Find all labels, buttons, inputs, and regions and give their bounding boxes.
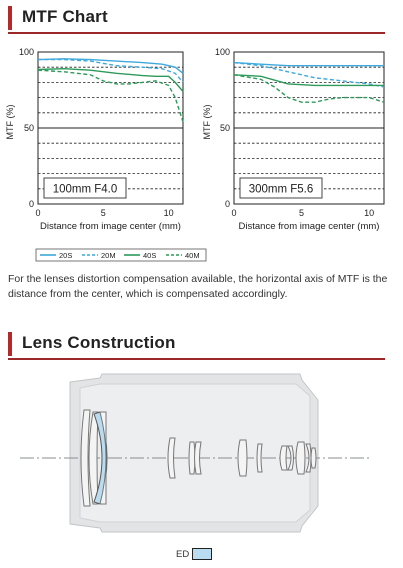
x-axis-label: Distance from image center (mm): [239, 221, 380, 232]
y-axis-label: MTF (%): [202, 105, 212, 140]
x-tick-label: 0: [35, 208, 40, 218]
legend-frame: [35, 248, 207, 262]
legend-label-40m: 40M: [185, 251, 200, 260]
series-line-40m: [233, 74, 385, 103]
lens-element: [295, 441, 306, 475]
y-tick-label: 100: [215, 47, 230, 57]
front-element-1: [80, 409, 91, 507]
x-axis-label: Distance from image center (mm): [40, 221, 181, 232]
series-line-20m: [38, 58, 184, 83]
x-tick-label: 10: [164, 208, 174, 218]
series-line-40s: [233, 74, 384, 87]
lens-section-title: Lens Construction: [22, 333, 176, 352]
ed-legend-label: ED: [176, 548, 190, 560]
lens-element: [237, 439, 248, 477]
lens-element: [194, 441, 202, 475]
front-element-4: [99, 411, 107, 505]
lens-spec-box: [43, 177, 127, 199]
series-line-40m: [37, 69, 184, 123]
lens-element: [305, 443, 312, 473]
mtf-section-title: MTF Chart: [22, 7, 108, 26]
lens-section-header: Lens Construction: [8, 330, 385, 360]
lens-construction-diagram: [20, 373, 372, 533]
y-tick-label: 100: [19, 47, 34, 57]
y-tick-label: 0: [225, 199, 230, 209]
y-tick-label: 50: [220, 123, 230, 133]
x-tick-label: 10: [364, 208, 374, 218]
series-line-20m: [233, 61, 385, 88]
series-line-20s: [233, 61, 384, 67]
lens-spec-label: 100mm F4.0: [53, 184, 118, 196]
front-element-2: [88, 411, 99, 505]
mtf-section-header: MTF Chart: [8, 4, 385, 34]
lens-element: [279, 445, 288, 471]
lens-element: [256, 443, 263, 473]
y-tick-label: 0: [29, 199, 34, 209]
mtf-note: For the lenses distortion compensation a…: [8, 273, 388, 300]
y-tick-label: 50: [24, 123, 34, 133]
series-line-20s: [37, 58, 184, 74]
lens-element: [167, 437, 176, 479]
series-line-40s: [37, 67, 184, 92]
mtf-legend: 20S 20M 40S 40M: [35, 248, 207, 262]
section-accent-bar: [8, 332, 12, 356]
ed-legend-swatch: [192, 548, 213, 560]
x-tick-label: 5: [101, 208, 106, 218]
section-accent-bar: [8, 6, 12, 30]
x-tick-label: 0: [231, 208, 236, 218]
lens-spec-box: [239, 177, 323, 199]
legend-label-20s: 20S: [59, 251, 72, 260]
y-axis-label: MTF (%): [5, 105, 15, 140]
lens-element: [287, 445, 294, 471]
ed-legend: ED: [176, 548, 213, 560]
legend-label-20m: 20M: [101, 251, 116, 260]
x-tick-label: 5: [299, 208, 304, 218]
legend-label-40s: 40S: [143, 251, 156, 260]
lens-spec-label: 300mm F5.6: [249, 184, 314, 196]
lens-element: [310, 447, 317, 469]
